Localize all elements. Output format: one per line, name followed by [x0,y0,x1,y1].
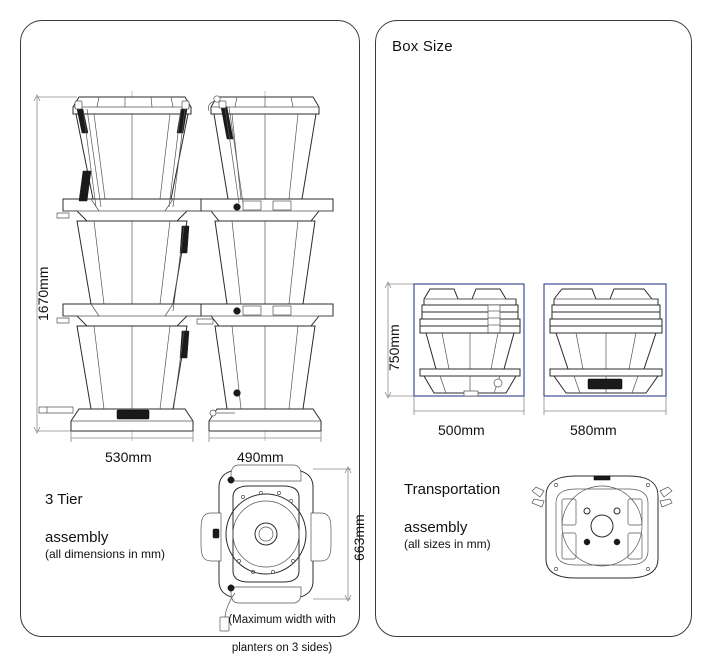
left-panel-drawing [33,91,352,632]
right-panel-drawing [384,281,673,579]
dimension-label-580: 580mm [570,422,617,438]
box-top-view [531,475,673,579]
dimension-width-580 [543,396,667,415]
planter-tier-1-side [200,95,334,222]
front-elevation-view [38,91,202,441]
dimension-label-750: 750mm [386,324,402,371]
planter-tier-3-side [208,325,322,432]
dimension-label-663: 663mm [351,514,367,561]
planter-tier-2-front [56,220,202,327]
left-caption-line1: 3 Tier [45,491,83,508]
dimension-width-490 [208,431,322,442]
dimension-label-490: 490mm [237,449,284,465]
dimension-height-750 [384,281,416,399]
side-elevation-view [196,91,334,441]
planter-tier-1-front [56,96,202,222]
right-caption-note: (all sizes in mm) [404,537,491,551]
page-title: Box Size [392,38,453,55]
top-view-note-line2: planters on 3 sides) [231,642,333,654]
box-side-view [543,283,667,397]
nested-planters-front [419,288,521,397]
top-view-note-line1: (Maximum width with [228,614,336,626]
dimension-width-500 [413,396,525,415]
dimension-width-530 [70,431,194,442]
right-caption-line1: Transportation [404,481,501,498]
dimension-depth-663 [313,466,352,602]
panel-three-tier-assembly: 1670mm 530mm 490mm 663mm 3 Tier assembly… [20,20,367,654]
left-caption-note: (all dimensions in mm) [45,547,166,561]
left-caption-line2: assembly [45,529,109,546]
nested-planters-side [549,288,663,394]
planter-tier-3-front [38,325,194,432]
dimension-label-1670: 1670mm [35,266,51,321]
dimension-label-530: 530mm [105,449,152,465]
right-caption-line2: assembly [404,519,468,536]
dimension-label-500: 500mm [438,422,485,438]
panel-box-size: Box Size [375,20,692,637]
dimension-height-1670 [33,94,77,434]
planter-tier-2-side [196,220,334,327]
top-plan-view [200,464,332,632]
box-front-view [413,283,525,397]
